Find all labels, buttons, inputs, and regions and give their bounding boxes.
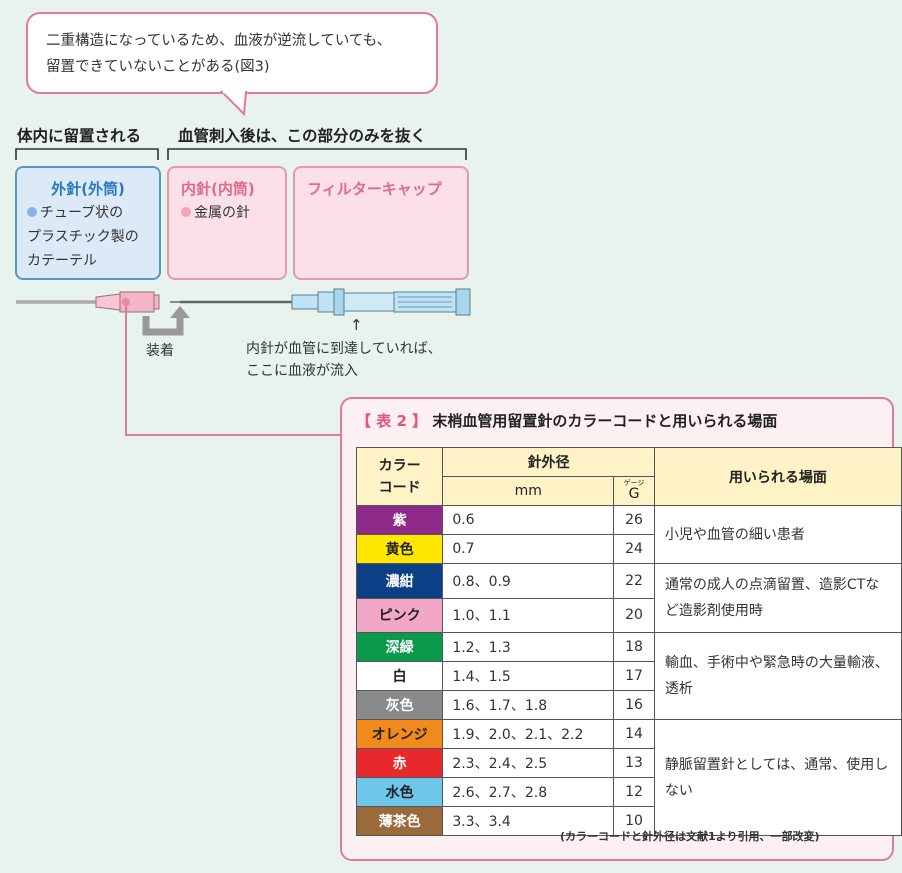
header-color-code: カラーコード: [355, 447, 444, 506]
color-name-cell: ピンク: [355, 597, 444, 633]
color-name-cell: 水色: [355, 777, 444, 807]
color-name-cell: 深緑: [355, 632, 444, 662]
header-brackets: [15, 148, 467, 160]
color-name-cell: 赤: [355, 748, 444, 778]
gauge-cell: 17: [613, 661, 655, 691]
bullet-dot-icon: [181, 207, 191, 217]
gauge-cell: 22: [613, 563, 655, 599]
color-name-cell: 白: [355, 661, 444, 691]
blood-flow-note: 内針が血管に到達していれば、 ここに血液が流入: [246, 341, 442, 379]
needle-illustration: [16, 288, 471, 436]
header-outer-diameter: 針外径: [442, 447, 655, 477]
color-name-cell: 黄色: [355, 534, 444, 564]
diameter-mm-cell: 1.0、1.1: [442, 597, 615, 633]
gauge-cell: 18: [613, 632, 655, 662]
bubble-line-1: 二重構造になっているため、血液が逆流していても、: [46, 33, 392, 49]
gauge-cell: 26: [613, 505, 655, 535]
diameter-mm-cell: 2.3、2.4、2.5: [442, 748, 615, 778]
inner-needle-box: 内針(内筒) 金属の針: [167, 166, 287, 280]
color-name-cell: オレンジ: [355, 719, 444, 749]
table-title: 【 表 2 】 末梢血管用留置針のカラーコードと用いられる場面: [356, 412, 778, 430]
color-name-cell: 灰色: [355, 690, 444, 720]
diameter-mm-cell: 1.4、1.5: [442, 661, 615, 691]
diameter-mm-cell: 3.3、3.4: [442, 806, 615, 836]
filter-cap-box: フィルターキャップ: [293, 166, 469, 280]
inner-needle-desc: 金属の針: [181, 201, 273, 225]
inner-needle-title: 内針(内筒): [181, 180, 255, 198]
bubble-line-2: 留置できていないことがある(図3): [46, 59, 270, 75]
gauge-cell: 24: [613, 534, 655, 564]
diameter-mm-cell: 1.9、2.0、2.1、2.2: [442, 719, 615, 749]
header-usage: 用いられる場面: [653, 447, 902, 506]
attach-label: 装着: [146, 343, 174, 359]
usage-cell: 輸血、手術中や緊急時の大量輸液、透析: [653, 632, 902, 720]
outer-needle-desc: チューブ状の プラスチック製の カテーテル: [27, 205, 139, 269]
up-arrow-icon: ↑: [350, 316, 363, 334]
color-name-cell: 濃紺: [355, 563, 444, 599]
gauge-cell: 14: [613, 719, 655, 749]
diameter-mm-cell: 0.7: [442, 534, 615, 564]
diameter-mm-cell: 1.6、1.7、1.8: [442, 690, 615, 720]
table-footnote: (カラーコードと針外径は文献1より引用、一部改変): [560, 830, 820, 843]
color-name-cell: 紫: [355, 505, 444, 535]
outer-needle-title: 外針(外筒): [51, 180, 125, 198]
table-header-row: カラーコード 針外径 用いられる場面: [355, 447, 902, 506]
color-name-cell: 薄茶色: [355, 806, 444, 836]
gauge-cell: 12: [613, 777, 655, 807]
gauge-cell: 20: [613, 597, 655, 633]
usage-cell: 小児や血管の細い患者: [653, 505, 902, 564]
diameter-mm-cell: 2.6、2.7、2.8: [442, 777, 615, 807]
gauge-cell: 10: [613, 806, 655, 836]
diameter-mm-cell: 0.8、0.9: [442, 563, 615, 599]
usage-cell: 静脈留置針としては、通常、使用しない: [653, 719, 902, 836]
usage-cell: 通常の成人の点滴留置、造影CTなど造影剤使用時: [653, 563, 902, 633]
speech-bubble: 二重構造になっているため、血液が逆流していても、 留置できていないことがある(図…: [26, 12, 438, 94]
header-left: 体内に留置される: [17, 127, 142, 145]
gauge-cell: 13: [613, 748, 655, 778]
bullet-dot-icon: [27, 207, 37, 217]
header-right: 血管刺入後は、この部分のみを抜く: [178, 127, 427, 145]
diameter-mm-cell: 1.2、1.3: [442, 632, 615, 662]
filter-cap-title: フィルターキャップ: [307, 180, 442, 198]
bubble-tail: [220, 90, 248, 116]
diameter-mm-cell: 0.6: [442, 505, 615, 535]
outer-needle-box: 外針(外筒) チューブ状の プラスチック製の カテーテル: [15, 166, 161, 280]
gauge-cell: 16: [613, 690, 655, 720]
header-mm: mm: [442, 476, 615, 506]
